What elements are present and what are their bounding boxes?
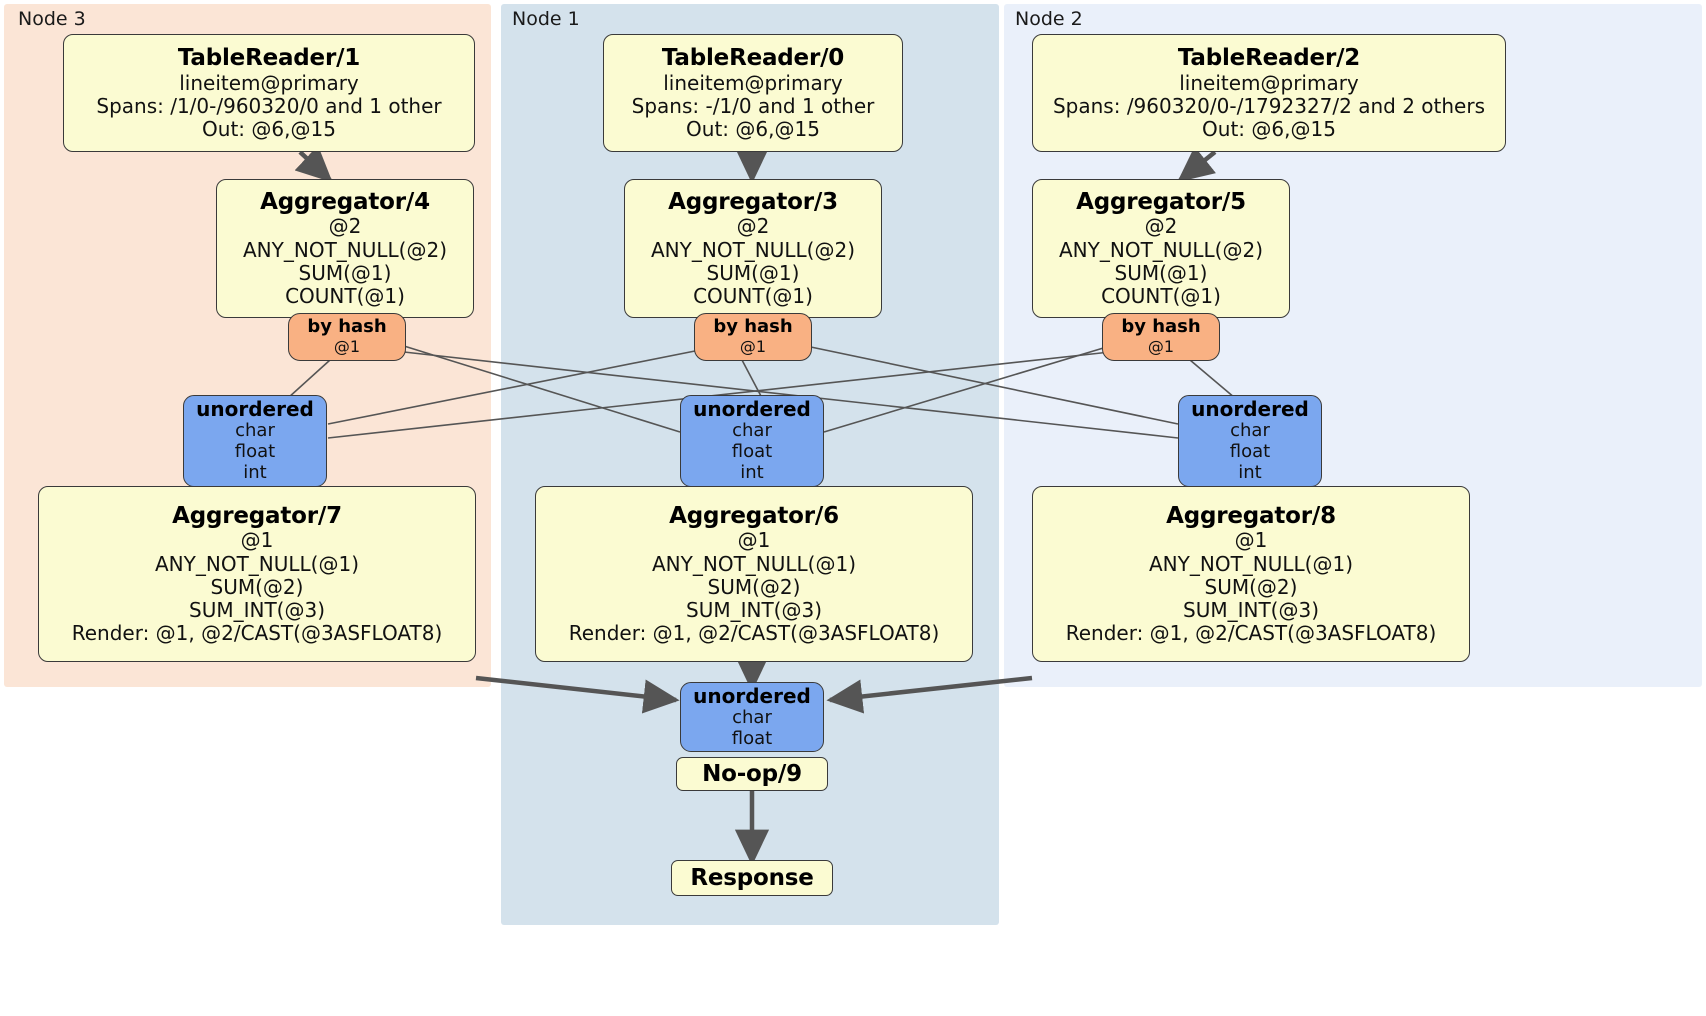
processor-table-reader-0[interactable]: TableReader/0 lineitem@primary Spans: -/… [603,34,903,152]
processor-detail: lineitem@primary [1179,70,1359,95]
stream-title: unordered [1191,397,1309,422]
processor-detail: SUM(@1) [706,260,800,285]
router-detail: @1 [739,337,767,357]
processor-detail: SUM(@1) [1114,260,1208,285]
stream-type: float [731,441,773,463]
processor-detail: ANY_NOT_NULL(@1) [155,551,359,576]
stream-type: char [732,420,772,442]
stream-type: char [235,420,275,442]
router-by-hash-right[interactable]: by hash @1 [1102,313,1220,361]
stream-title: unordered [196,397,314,422]
stream-type: int [243,462,267,484]
processor-detail: ANY_NOT_NULL(@2) [1059,237,1263,262]
processor-detail: ANY_NOT_NULL(@2) [651,237,855,262]
processor-aggregator-5[interactable]: Aggregator/5 @2 ANY_NOT_NULL(@2) SUM(@1)… [1032,179,1290,318]
region-label-node-1: Node 1 [512,8,580,30]
processor-detail: ANY_NOT_NULL(@1) [652,551,856,576]
processor-detail: @2 [736,214,770,239]
processor-title: Response [690,864,814,891]
processor-title: TableReader/1 [177,44,361,71]
stream-type: int [740,462,764,484]
processor-detail: @2 [328,214,362,239]
processor-detail: Spans: /1/0-/960320/0 and 1 other [96,93,442,118]
processor-response[interactable]: Response [671,860,833,896]
processor-detail: @1 [1234,528,1268,553]
processor-detail: Render: @1, @2/CAST(@3ASFLOAT8) [1065,621,1437,646]
stream-type: float [234,441,276,463]
router-detail: @1 [333,337,361,357]
stream-title: unordered [693,397,811,422]
processor-aggregator-3[interactable]: Aggregator/3 @2 ANY_NOT_NULL(@2) SUM(@1)… [624,179,882,318]
stream-unordered-center[interactable]: unordered char float int [680,395,824,487]
processor-detail: ANY_NOT_NULL(@1) [1149,551,1353,576]
processor-aggregator-8[interactable]: Aggregator/8 @1 ANY_NOT_NULL(@1) SUM(@2)… [1032,486,1470,662]
router-title: by hash [713,316,793,338]
processor-title: Aggregator/8 [1166,502,1336,529]
processor-aggregator-6[interactable]: Aggregator/6 @1 ANY_NOT_NULL(@1) SUM(@2)… [535,486,973,662]
processor-detail: @2 [1144,214,1178,239]
processor-detail: COUNT(@1) [1101,284,1221,309]
router-detail: @1 [1147,337,1175,357]
router-by-hash-center[interactable]: by hash @1 [694,313,812,361]
processor-title: Aggregator/4 [260,188,430,215]
processor-detail: Spans: /960320/0-/1792327/2 and 2 others [1052,93,1485,118]
processor-table-reader-2[interactable]: TableReader/2 lineitem@primary Spans: /9… [1032,34,1506,152]
processor-aggregator-7[interactable]: Aggregator/7 @1 ANY_NOT_NULL(@1) SUM(@2)… [38,486,476,662]
processor-title: Aggregator/5 [1076,188,1246,215]
processor-detail: SUM_INT(@3) [686,597,822,622]
processor-title: TableReader/2 [1177,44,1361,71]
processor-detail: Out: @6,@15 [202,116,336,141]
processor-detail: SUM_INT(@3) [1183,597,1319,622]
stream-unordered-left[interactable]: unordered char float int [183,395,327,487]
stream-type: float [731,727,773,749]
processor-detail: SUM(@1) [298,260,392,285]
processor-detail: SUM_INT(@3) [189,597,325,622]
processor-detail: Render: @1, @2/CAST(@3ASFLOAT8) [71,621,443,646]
region-label-node-3: Node 3 [18,8,86,30]
stream-type: int [1238,462,1262,484]
processor-detail: Out: @6,@15 [686,116,820,141]
processor-detail: COUNT(@1) [285,284,405,309]
processor-no-op-9[interactable]: No-op/9 [676,757,828,791]
processor-table-reader-1[interactable]: TableReader/1 lineitem@primary Spans: /1… [63,34,475,152]
processor-title: No-op/9 [702,760,802,787]
processor-detail: Spans: -/1/0 and 1 other [631,93,875,118]
processor-detail: COUNT(@1) [693,284,813,309]
stream-unordered-right[interactable]: unordered char float int [1178,395,1322,487]
processor-detail: ANY_NOT_NULL(@2) [243,237,447,262]
processor-title: Aggregator/7 [172,502,342,529]
processor-aggregator-4[interactable]: Aggregator/4 @2 ANY_NOT_NULL(@2) SUM(@1)… [216,179,474,318]
router-title: by hash [307,316,387,338]
stream-unordered-final[interactable]: unordered char float [680,682,824,752]
processor-title: TableReader/0 [661,44,845,71]
stream-type: char [732,706,772,728]
processor-detail: @1 [240,528,274,553]
processor-detail: lineitem@primary [179,70,359,95]
processor-detail: lineitem@primary [663,70,843,95]
stream-type: float [1229,441,1271,463]
processor-title: Aggregator/6 [669,502,839,529]
processor-title: Aggregator/3 [668,188,838,215]
processor-detail: @1 [737,528,771,553]
processor-detail: SUM(@2) [1204,574,1298,599]
stream-type: char [1230,420,1270,442]
stream-title: unordered [693,683,811,708]
region-label-node-2: Node 2 [1015,8,1083,30]
processor-detail: Out: @6,@15 [1202,116,1336,141]
processor-detail: Render: @1, @2/CAST(@3ASFLOAT8) [568,621,940,646]
processor-detail: SUM(@2) [707,574,801,599]
processor-detail: SUM(@2) [210,574,304,599]
router-by-hash-left[interactable]: by hash @1 [288,313,406,361]
router-title: by hash [1121,316,1201,338]
